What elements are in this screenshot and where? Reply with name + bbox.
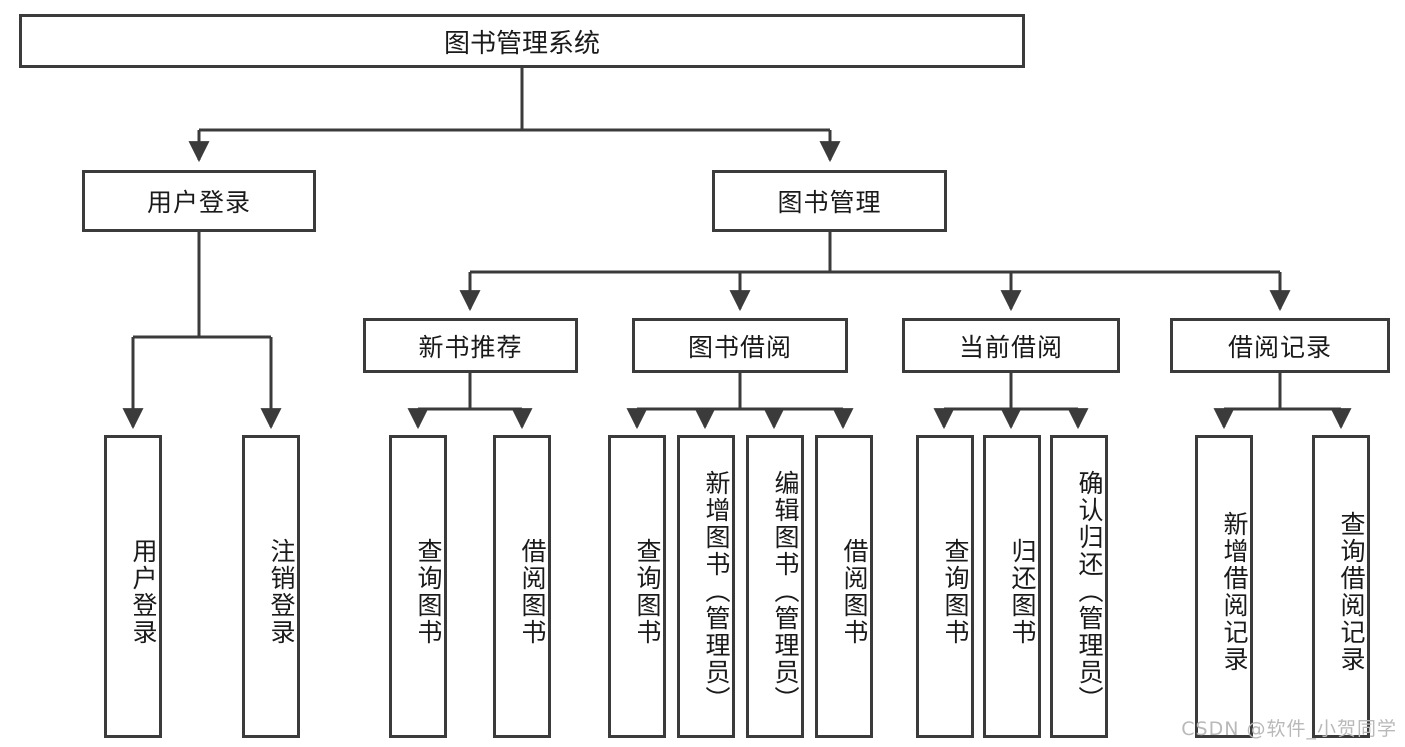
node-leaf-edit-book-admin[interactable]: 编辑图书（管理员） xyxy=(746,435,804,738)
node-leaf-borrow-book-recommend-label: 借阅图书 xyxy=(518,537,547,646)
node-new-book-recommend-label: 新书推荐 xyxy=(418,332,523,362)
node-leaf-edit-book-admin-label: 编辑图书（管理员） xyxy=(771,470,800,713)
node-user-login-label: 用户登录 xyxy=(146,188,251,217)
node-leaf-query-book-borrow-label: 查询图书 xyxy=(633,537,662,646)
node-leaf-logout[interactable]: 注销登录 xyxy=(242,435,300,738)
node-leaf-query-book-recommend-label: 查询图书 xyxy=(414,537,443,646)
watermark-text: CSDN @软件_小贺同学 xyxy=(1181,718,1397,740)
node-leaf-confirm-return-admin[interactable]: 确认归还（管理员） xyxy=(1050,435,1108,738)
node-borrow-record[interactable]: 借阅记录 xyxy=(1170,318,1390,373)
node-leaf-logout-label: 注销登录 xyxy=(267,537,296,646)
node-leaf-user-login[interactable]: 用户登录 xyxy=(104,435,162,738)
node-leaf-confirm-return-admin-label: 确认归还（管理员） xyxy=(1075,470,1104,713)
node-current-borrow[interactable]: 当前借阅 xyxy=(902,318,1120,373)
node-leaf-return-book[interactable]: 归还图书 xyxy=(983,435,1041,738)
node-book-borrow-label: 图书借阅 xyxy=(687,332,792,362)
node-leaf-query-book-current[interactable]: 查询图书 xyxy=(916,435,974,738)
node-borrow-record-label: 借阅记录 xyxy=(1227,332,1332,362)
node-root-book-management-system[interactable]: 图书管理系统 xyxy=(19,14,1025,68)
node-root-label: 图书管理系统 xyxy=(443,28,600,59)
node-user-login[interactable]: 用户登录 xyxy=(82,170,316,232)
node-leaf-query-book-recommend[interactable]: 查询图书 xyxy=(389,435,447,738)
node-leaf-borrow-book-recommend[interactable]: 借阅图书 xyxy=(493,435,551,738)
node-leaf-add-borrow-record[interactable]: 新增借阅记录 xyxy=(1195,435,1253,738)
node-current-borrow-label: 当前借阅 xyxy=(958,332,1063,362)
node-leaf-query-borrow-record[interactable]: 查询借阅记录 xyxy=(1312,435,1370,738)
node-leaf-add-book-admin[interactable]: 新增图书（管理员） xyxy=(677,435,735,738)
node-leaf-query-book-borrow[interactable]: 查询图书 xyxy=(608,435,666,738)
node-book-management[interactable]: 图书管理 xyxy=(712,170,947,232)
node-book-management-label: 图书管理 xyxy=(777,188,882,217)
node-leaf-return-book-label: 归还图书 xyxy=(1008,537,1037,646)
node-leaf-user-login-label: 用户登录 xyxy=(129,537,158,646)
node-leaf-query-borrow-record-label: 查询借阅记录 xyxy=(1337,510,1366,673)
node-new-book-recommend[interactable]: 新书推荐 xyxy=(363,318,578,373)
node-leaf-add-borrow-record-label: 新增借阅记录 xyxy=(1220,510,1249,673)
node-leaf-add-book-admin-label: 新增图书（管理员） xyxy=(702,470,731,713)
node-leaf-borrow-book[interactable]: 借阅图书 xyxy=(815,435,873,738)
node-leaf-query-book-current-label: 查询图书 xyxy=(941,537,970,646)
node-book-borrow[interactable]: 图书借阅 xyxy=(632,318,848,373)
node-leaf-borrow-book-label: 借阅图书 xyxy=(840,537,869,646)
